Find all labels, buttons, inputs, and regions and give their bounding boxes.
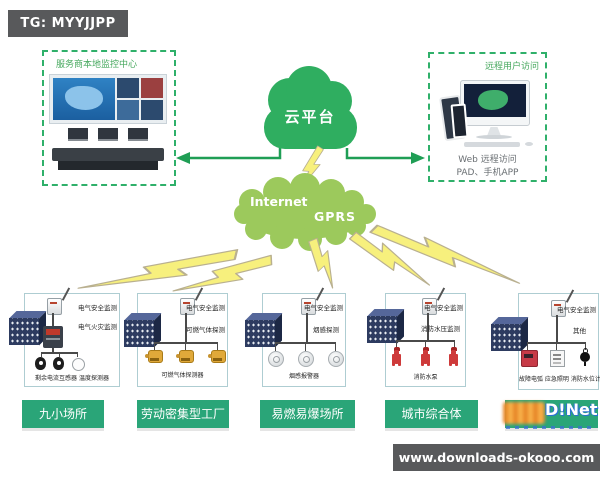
water-level-gauge-icon bbox=[580, 348, 590, 366]
arc-fault-device-icon bbox=[521, 350, 538, 367]
remote-access-caption: Web 远程访问 bbox=[458, 155, 517, 165]
remote-user-panel: 远程用户访问 Web 远程访问 PAD、手机APP bbox=[428, 52, 547, 182]
fire-hydrant-icon bbox=[420, 347, 431, 364]
site-label-small-places: 九小场所 bbox=[22, 400, 104, 428]
gprs-label: GPRS bbox=[314, 209, 357, 224]
logo-text: D!Net bbox=[545, 400, 598, 419]
device-label: 消防水泵 bbox=[413, 374, 438, 381]
current-transformer-icon bbox=[35, 357, 46, 370]
smoke-detector-icon bbox=[298, 351, 314, 367]
electrical-fire-monitor-icon bbox=[43, 326, 63, 348]
lightning-bolt-5 bbox=[366, 220, 525, 288]
building-icon bbox=[367, 316, 397, 343]
device-label: 烟感报警器 bbox=[288, 373, 319, 380]
sensor-label: 电气安全监测 bbox=[78, 304, 117, 312]
site-group-factory: 电气安全监测 可燃气体探测 可燃气体探测器 bbox=[124, 293, 228, 387]
site-label-flammable: 易燃易爆场所 bbox=[260, 400, 355, 428]
building-icon bbox=[9, 318, 39, 345]
smoke-detector-icon bbox=[268, 351, 284, 367]
building-icon bbox=[245, 320, 275, 347]
mid-label: 电气火灾监测 bbox=[78, 323, 117, 331]
map-screen bbox=[53, 78, 115, 120]
device-label: 剩余电流互感器 温度探测器 bbox=[35, 375, 109, 382]
logo-blur-mark bbox=[503, 402, 545, 424]
smoke-detector-icon bbox=[328, 351, 344, 367]
screen-wall-image bbox=[49, 74, 167, 124]
keyboard-icon bbox=[464, 142, 520, 147]
current-transformer-icon bbox=[53, 357, 64, 370]
wireless-gateway-icon bbox=[551, 300, 566, 317]
dinet-logo-watermark: D!Net bbox=[500, 398, 600, 429]
internet-label: Internet bbox=[250, 194, 308, 209]
cloud-connector-lines bbox=[181, 148, 420, 160]
operator-monitors bbox=[58, 128, 158, 141]
temperature-detector-icon bbox=[72, 358, 85, 371]
remote-devices-caption: PAD、手机APP bbox=[456, 168, 519, 178]
gas-detector-icon bbox=[176, 350, 194, 363]
sensor-label: 电气安全监测 bbox=[186, 304, 225, 312]
small-screens bbox=[117, 78, 163, 120]
fire-hydrant-icon bbox=[448, 347, 459, 364]
site-label-city-complex: 城市综合体 bbox=[385, 400, 478, 428]
gas-detector-icon bbox=[208, 350, 226, 363]
cloud-platform-label: 云平台 bbox=[284, 108, 336, 126]
control-console bbox=[52, 148, 164, 170]
mid-label: 可燃气体探测 bbox=[186, 326, 225, 334]
wireless-gateway-icon bbox=[180, 298, 195, 315]
mouse-icon bbox=[525, 142, 533, 146]
desktop-computer-icon bbox=[460, 80, 530, 126]
wireless-gateway-icon bbox=[47, 298, 62, 315]
mid-label: 烟感探测 bbox=[313, 326, 339, 334]
right-arrowhead bbox=[411, 152, 425, 164]
gas-detector-icon bbox=[145, 350, 163, 363]
lightning-bolt-center bbox=[295, 143, 327, 196]
site-label-factory: 劳动密集型工厂 bbox=[137, 400, 229, 428]
mid-label: 其他 bbox=[573, 327, 586, 335]
monitor-stand bbox=[487, 127, 501, 136]
footer-watermark: www.downloads-okooo.com bbox=[393, 444, 600, 471]
logo-dots bbox=[506, 426, 594, 429]
device-label: 故障电弧 应急照明 消防水位计 bbox=[519, 376, 600, 383]
site-group-other: 电气安全监测 其他 故障电弧 应急照明 消防水位计 bbox=[491, 293, 600, 390]
phone-icon bbox=[450, 103, 469, 139]
lightning-bolt-4 bbox=[345, 228, 438, 289]
local-panel-title: 服务商本地监控中心 bbox=[56, 60, 138, 70]
monitor-base bbox=[476, 135, 512, 139]
device-label: 可燃气体探测器 bbox=[161, 372, 204, 379]
site-group-small-places: 电气安全监测 电气火灾监测 剩余电流互感器 温度探测器 bbox=[9, 293, 120, 387]
sensor-label: 电气安全监测 bbox=[557, 306, 596, 314]
fire-hydrant-icon bbox=[391, 347, 402, 364]
remote-panel-title: 远程用户访问 bbox=[484, 62, 539, 72]
site-group-city-complex: 电气安全监测 消防水压监测 消防水泵 bbox=[367, 293, 466, 387]
wireless-gateway-icon bbox=[301, 298, 316, 315]
site-group-flammable: 电气安全监测 烟感探测 烟感报警器 bbox=[245, 293, 346, 387]
mid-label: 消防水压监测 bbox=[421, 325, 460, 333]
lightning-bolt-3 bbox=[301, 235, 347, 291]
local-monitoring-center-panel: 服务商本地监控中心 bbox=[42, 50, 176, 186]
building-icon bbox=[491, 324, 521, 351]
wireless-gateway-icon bbox=[422, 298, 437, 315]
sensor-label: 电气安全监测 bbox=[304, 304, 343, 312]
left-arrowhead bbox=[176, 152, 190, 164]
tg-watermark-label: TG: MYYJJPP bbox=[8, 10, 128, 37]
emergency-light-icon bbox=[550, 350, 565, 367]
sensor-label: 电气安全监测 bbox=[424, 304, 463, 312]
building-icon bbox=[124, 320, 154, 347]
